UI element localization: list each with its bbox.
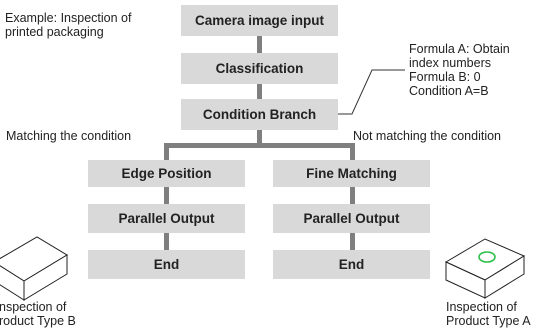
product-caption-a: Inspection of Product Type A [446,300,531,328]
node-end-right: End [273,250,430,279]
product-box-a [444,238,526,299]
node-fine-matching: Fine Matching [273,160,430,187]
node-end-left: End [88,250,245,279]
branch-label-matching: Matching the condition [6,129,132,143]
product-caption-a-line-2: Product Type A [446,314,531,328]
example-label-line-2: printed packaging [5,25,104,39]
product-marker-ring [478,251,496,263]
connector-split-bar [164,143,355,148]
callout-line-2: index numbers [409,56,491,70]
callout-leader-line [330,69,405,115]
connector-branch-split [257,130,262,145]
node-edge-position: Edge Position [88,160,245,187]
example-label-line-1: Example: Inspection of [5,11,132,25]
node-classification: Classification [181,53,338,84]
product-caption-b: nspection of roduct Type B [0,300,76,328]
product-box-b [0,236,68,301]
connector-right-2 [350,233,355,250]
branch-label-not-matching: Not matching the condition [353,129,502,143]
connector-to-right-branch [350,143,355,160]
condition-callout: Formula A: Obtain index numbers Formula … [409,42,510,98]
connector-left-2 [164,233,169,250]
callout-line-1: Formula A: Obtain [409,42,510,56]
node-parallel-output-left: Parallel Output [88,204,245,233]
connector-left-1 [164,187,169,204]
product-caption-b-line-1: nspection of [0,300,67,314]
example-label: Example: Inspection of printed packaging [5,11,131,39]
node-camera-image-input: Camera image input [181,5,338,36]
connector-to-left-branch [164,143,169,160]
node-parallel-output-right: Parallel Output [273,204,430,233]
callout-line-3: Formula B: 0 [409,70,481,84]
connector-classification-branch [257,84,262,99]
connector-camera-classification [257,36,262,53]
product-caption-a-line-1: Inspection of [446,300,517,314]
node-condition-branch: Condition Branch [181,99,338,130]
callout-line-4: Condition A=B [409,84,489,98]
connector-right-1 [350,187,355,204]
product-caption-b-line-2: roduct Type B [0,314,76,328]
